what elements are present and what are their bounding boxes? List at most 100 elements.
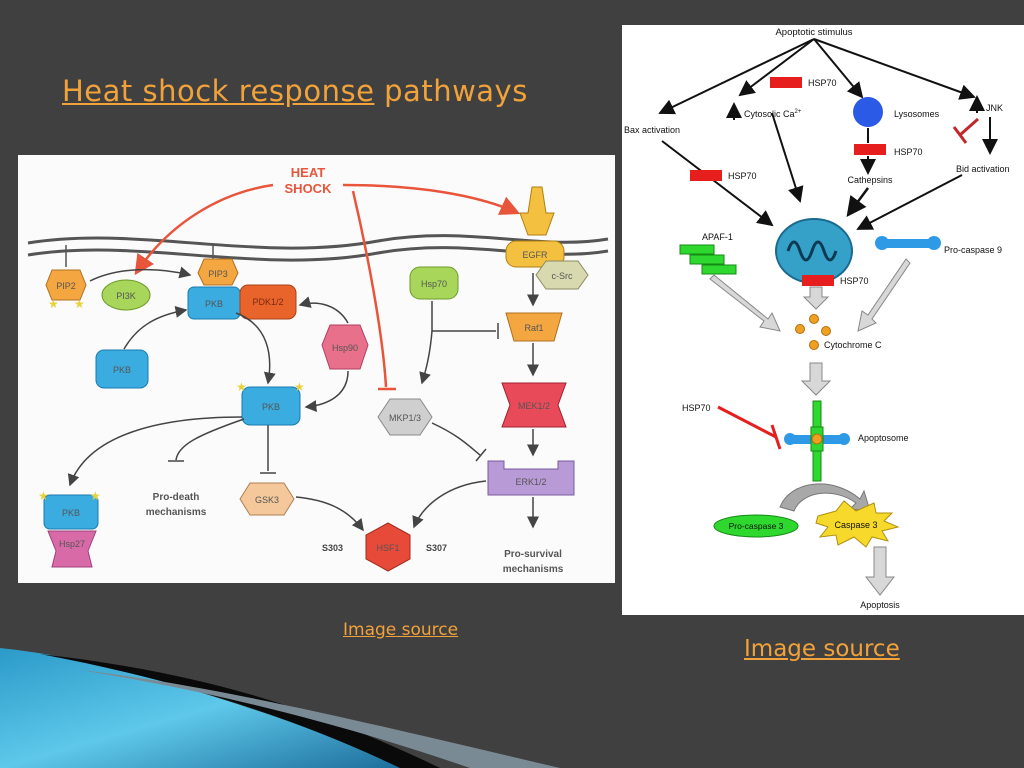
heat-shock-inhibit-mkp xyxy=(351,190,388,388)
star-icon: ★ xyxy=(74,297,85,311)
pip3-label: PIP3 xyxy=(208,269,228,279)
s303-label: S303 xyxy=(322,543,343,553)
raf1-label: Raf1 xyxy=(524,323,543,333)
hsp70-top-label: HSP70 xyxy=(808,78,837,88)
egfr-stalk xyxy=(519,186,555,236)
hsf1-label: HSF1 xyxy=(376,543,399,553)
hsp90-node xyxy=(321,324,369,370)
hsp70-lysosome-label: HSP70 xyxy=(894,147,923,157)
hsp70-inhibitor-bar xyxy=(770,424,782,450)
csrc-label: c-Src xyxy=(552,271,573,281)
hsp27-node xyxy=(47,530,97,568)
star-icon: ★ xyxy=(48,297,59,311)
apaf-block-2 xyxy=(689,254,725,265)
hsp90-label: Hsp90 xyxy=(332,343,358,353)
pkb-left-node xyxy=(95,349,149,389)
apoptosome-label: Apoptosome xyxy=(858,433,909,443)
pkb-left-label: PKB xyxy=(113,365,131,375)
jnk-label: JNK xyxy=(986,103,1003,113)
hsp70-mito-label: HSP70 xyxy=(840,276,869,286)
pi3k-node xyxy=(101,279,151,311)
procaspase3-node xyxy=(713,514,799,538)
hsp70-inhibitor-bar xyxy=(770,77,802,88)
apoptosome-icon xyxy=(811,433,823,445)
pkb-membrane-label: PKB xyxy=(205,299,223,309)
star-icon: ★ xyxy=(38,489,49,503)
gsk3-label: GSK3 xyxy=(255,495,279,505)
bax-activation-label: Bax activation xyxy=(624,125,680,135)
lysosome-icon xyxy=(853,97,883,127)
caspase3-label: Caspase 3 xyxy=(834,520,877,530)
apoptosis-pathway-diagram: Apoptotic stimulus HSP70 Cytosolic Ca2+ … xyxy=(622,25,1024,615)
raf1-node xyxy=(505,312,563,342)
procaspase9-label: Pro-caspase 9 xyxy=(944,245,1002,255)
pip2-label: PIP2 xyxy=(56,281,76,291)
star-icon: ★ xyxy=(294,380,305,394)
activation-curved-arrow xyxy=(779,483,871,512)
pro-death-label-2: mechanisms xyxy=(146,507,207,518)
heat-shock-label: HEAT xyxy=(291,165,325,180)
pi3k-label: PI3K xyxy=(116,291,136,301)
heat-shock-to-pi3k-arrow xyxy=(134,183,274,276)
hsp70-label: Hsp70 xyxy=(421,279,447,289)
mkp-label: MKP1/3 xyxy=(389,413,421,423)
erk-label: ERK1/2 xyxy=(515,477,546,487)
cytc-to-apoptosome-arrow xyxy=(800,362,832,396)
hsp70-apoptosome-label: HSP70 xyxy=(682,403,711,413)
pdk-node xyxy=(239,284,297,320)
pip3-node xyxy=(197,258,239,286)
hsp70-mito-bar xyxy=(802,275,834,286)
star-icon: ★ xyxy=(236,380,247,394)
pkb-center-label: PKB xyxy=(262,402,280,412)
pdk-label: PDK1/2 xyxy=(252,297,283,307)
image-source-link-right[interactable]: Image source xyxy=(744,636,900,662)
image-source-link-left[interactable]: Image source xyxy=(343,620,459,640)
procaspase3-label: Pro-caspase 3 xyxy=(729,521,784,531)
hsp70-bax-label: HSP70 xyxy=(728,171,757,181)
apaf-to-cytc-arrow xyxy=(709,274,781,332)
pkb-bottom-node xyxy=(43,494,99,530)
cytochrome-c-label: Cytochrome C xyxy=(824,340,882,350)
slide-title: Heat shock response pathways xyxy=(62,74,528,108)
apaf-block-3 xyxy=(701,264,737,275)
hsf1-node xyxy=(365,522,411,572)
title-rest: pathways xyxy=(384,74,528,108)
heat-shock-label-2: SHOCK xyxy=(285,181,333,196)
csrc-node xyxy=(535,260,589,290)
pro-survival-label: Pro-survival xyxy=(504,549,562,560)
mek-label: MEK1/2 xyxy=(518,401,550,411)
procaspase9-icon xyxy=(880,239,936,248)
caspase3-node xyxy=(815,500,900,548)
apaf-label: APAF-1 xyxy=(702,232,733,242)
hsp70-lysosome-bar xyxy=(854,144,886,155)
hsp70-bax-bar xyxy=(690,170,722,181)
mkp-node xyxy=(377,398,433,436)
hsp27-label: Hsp27 xyxy=(59,539,85,549)
star-icon: ★ xyxy=(90,489,101,503)
cathepsins-label: Cathepsins xyxy=(847,175,893,185)
decorative-swoosh xyxy=(0,648,560,768)
cytochrome-c-icon xyxy=(809,340,819,350)
pro-death-label: Pro-death xyxy=(153,492,200,503)
mitochondrion-icon xyxy=(775,218,853,284)
pro-survival-label-2: mechanisms xyxy=(503,564,564,575)
pkb-center-node xyxy=(241,386,301,426)
apoptotic-stimulus-label: Apoptotic stimulus xyxy=(775,27,852,38)
heat-shock-signaling-diagram: HEAT SHOCK PIP2 ★ ★ PI3K PIP3 PKB PDK1/2… xyxy=(18,155,615,583)
caspase3-to-apoptosis-arrow xyxy=(864,546,896,596)
erk-node xyxy=(487,460,575,496)
apaf-block-1 xyxy=(679,244,715,255)
cytosolic-ca-label: Cytosolic Ca2+ xyxy=(744,109,802,119)
heat-shock-to-egfr-arrow xyxy=(342,183,521,215)
egfr-label: EGFR xyxy=(522,250,548,260)
bid-activation-label: Bid activation xyxy=(956,164,1010,174)
s307-label: S307 xyxy=(426,543,447,553)
pkb-bottom-label: PKB xyxy=(62,508,80,518)
lysosomes-label: Lysosomes xyxy=(894,109,940,119)
apoptosis-label: Apoptosis xyxy=(860,600,900,610)
mek-node xyxy=(501,382,567,428)
gsk3-node xyxy=(239,482,295,516)
hsp70-node xyxy=(409,266,459,300)
title-link[interactable]: Heat shock response xyxy=(62,74,375,108)
casp9-to-cytc-arrow xyxy=(857,258,911,332)
